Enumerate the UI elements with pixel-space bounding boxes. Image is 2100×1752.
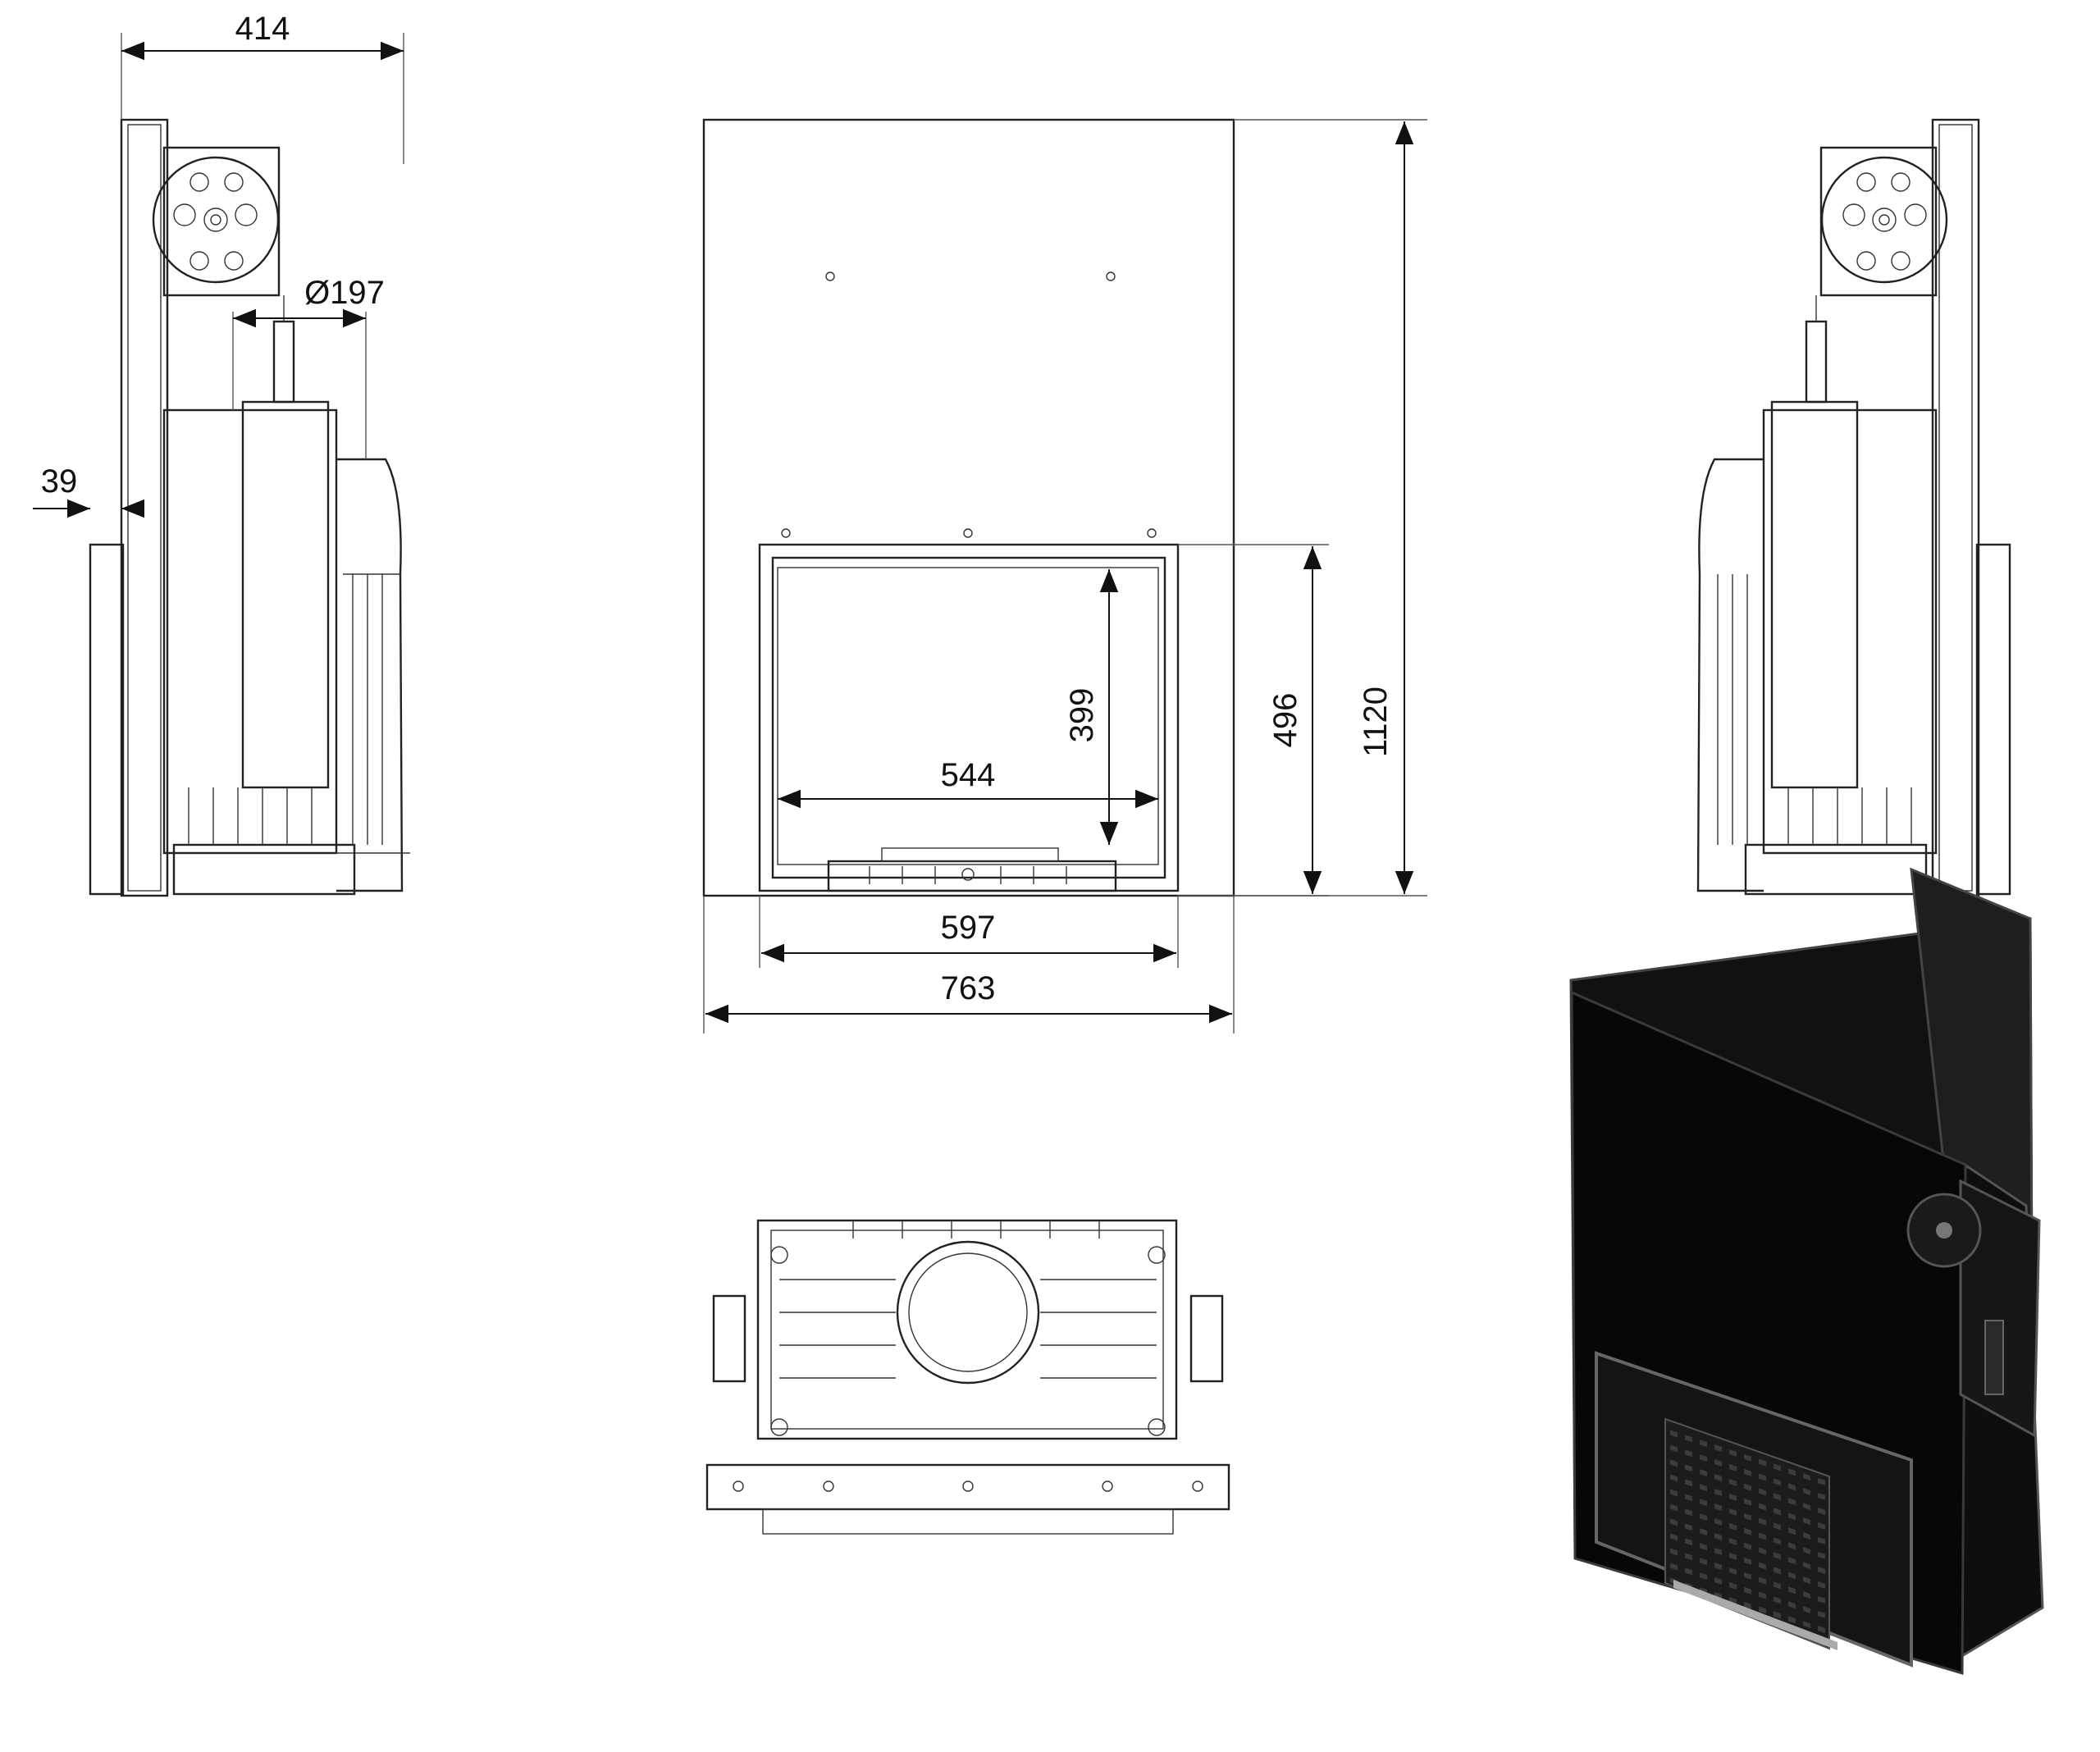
right-side-view — [1696, 118, 2011, 897]
dimension-763: 763 — [703, 896, 1235, 1033]
top-view — [705, 1219, 1230, 1535]
dim-glass-width: 544 — [941, 757, 996, 793]
dim-total-height: 1120 — [1358, 687, 1394, 757]
dimension-197: Ø197 — [232, 275, 385, 459]
dim-flue-diameter: Ø197 — [304, 275, 385, 311]
dim-total-width: 763 — [941, 970, 996, 1006]
dimension-1120: 1120 — [1234, 119, 1427, 897]
dimension-597: 597 — [759, 896, 1179, 968]
dim-door-height: 496 — [1267, 693, 1303, 748]
dimension-544: 544 — [778, 757, 1158, 809]
dimension-496: 496 — [1178, 544, 1329, 897]
dim-glass-height: 399 — [1064, 688, 1100, 743]
dim-front-offset: 39 — [41, 463, 78, 500]
dimension-399: 399 — [1064, 569, 1119, 845]
dim-side-depth: 414 — [235, 11, 290, 47]
front-view — [702, 118, 1235, 897]
left-side-view — [89, 118, 410, 897]
render-3d — [1569, 867, 2044, 1676]
dimension-39: 39 — [33, 463, 144, 518]
dimension-414: 414 — [121, 11, 404, 164]
dim-door-width: 597 — [941, 910, 996, 946]
